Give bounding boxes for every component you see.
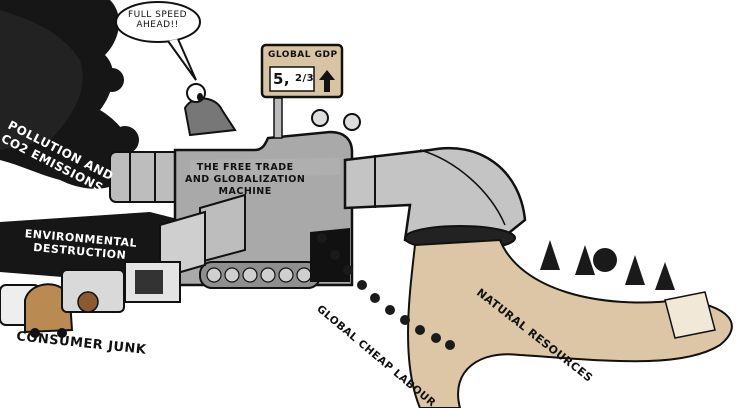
machine-title: THE FREE TRADE AND GLOBALIZATION MACHINE (185, 162, 306, 197)
gdp-sign-digits: 2/3 (295, 73, 315, 84)
smoke-cloud (0, 0, 139, 189)
up-arrow-icon (319, 70, 335, 92)
intake-pipe (343, 146, 527, 251)
consumer-junk-pile (0, 261, 181, 338)
gdp-sign-value: 5, (273, 70, 291, 88)
exhaust-pipe (109, 151, 181, 203)
driver-tycoon (183, 83, 237, 137)
forest (540, 240, 675, 290)
speech-bubble (115, 1, 201, 81)
speech-bubble-text: FULL SPEED AHEAD!! (128, 10, 188, 30)
gdp-sign (260, 43, 344, 99)
waterfall (664, 291, 716, 339)
natural-resources-stream (407, 238, 733, 408)
gdp-sign-title: GLOBAL GDP (268, 50, 338, 60)
workers-queue (317, 233, 455, 350)
